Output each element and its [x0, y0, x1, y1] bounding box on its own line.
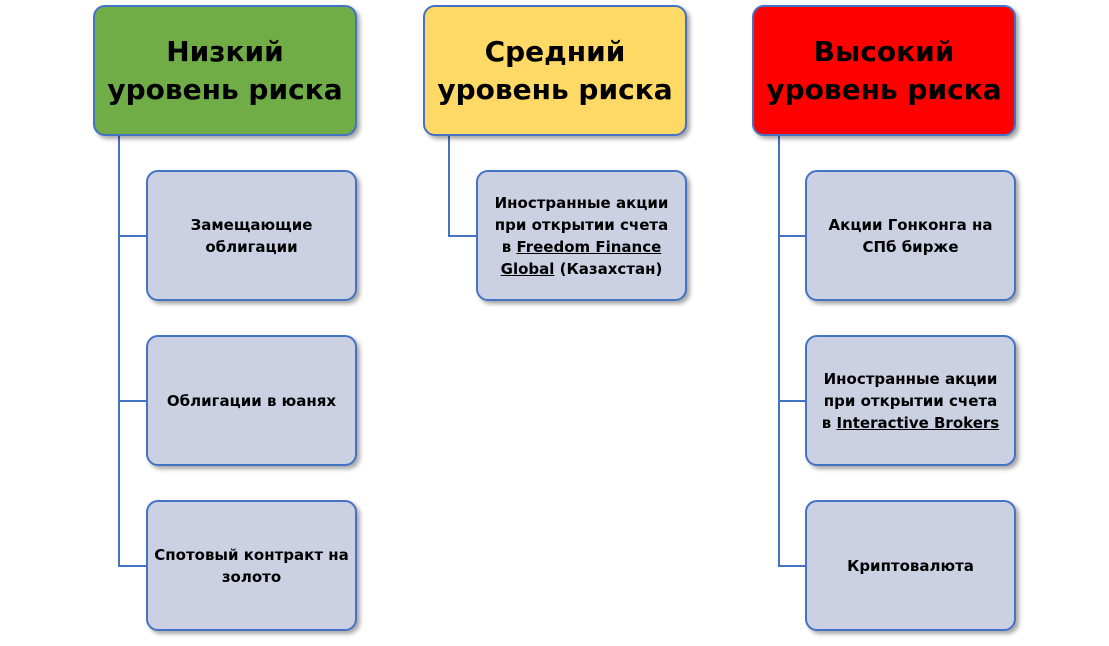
- connector: [118, 400, 146, 402]
- connector-medium: [448, 136, 450, 237]
- item-text: Акции Гонконга на СПб бирже: [828, 215, 993, 256]
- header-title: Низкий: [166, 34, 284, 68]
- item-replacement-bonds: Замещающие облигации: [146, 170, 357, 301]
- item-interactive-brokers: Иностранные акции при открытии счета в I…: [805, 335, 1016, 466]
- header-medium-risk: Средний уровень риска: [423, 5, 687, 136]
- connector-low: [118, 136, 120, 566]
- header-title: Средний: [484, 34, 626, 68]
- connector: [118, 565, 146, 567]
- connector: [778, 400, 806, 402]
- connector: [118, 235, 146, 237]
- item-text: Иностранные акции при открытии счета в: [821, 369, 998, 432]
- item-crypto: Криптовалюта: [805, 500, 1016, 631]
- header-subtitle: уровень риска: [766, 72, 1002, 106]
- item-text: Замещающие облигации: [190, 215, 313, 256]
- freedom-finance-link[interactable]: Freedom Finance Global: [500, 237, 662, 278]
- item-text: Криптовалюта: [847, 556, 974, 575]
- connector: [448, 235, 476, 237]
- item-freedom-finance: Иностранные акции при открытии счета в F…: [476, 170, 687, 301]
- header-subtitle: уровень риска: [437, 72, 673, 106]
- item-text: Облигации в юанях: [166, 391, 337, 410]
- item-yuan-bonds: Облигации в юанях: [146, 335, 357, 466]
- item-suffix: (Казахстан): [554, 259, 663, 278]
- header-high-risk: Высокий уровень риска: [752, 5, 1016, 136]
- connector: [778, 565, 806, 567]
- header-subtitle: уровень риска: [107, 72, 343, 106]
- item-text: Иностранные акции при открытии счета в: [494, 193, 669, 256]
- connector-high: [778, 136, 780, 566]
- header-low-risk: Низкий уровень риска: [93, 5, 357, 136]
- connector: [778, 235, 806, 237]
- item-hongkong-stocks: Акции Гонконга на СПб бирже: [805, 170, 1016, 301]
- header-title: Высокий: [813, 34, 955, 68]
- item-gold-spot: Спотовый контракт на золото: [146, 500, 357, 631]
- item-text: Спотовый контракт на золото: [154, 545, 349, 586]
- interactive-brokers-link[interactable]: Interactive Brokers: [836, 413, 1000, 432]
